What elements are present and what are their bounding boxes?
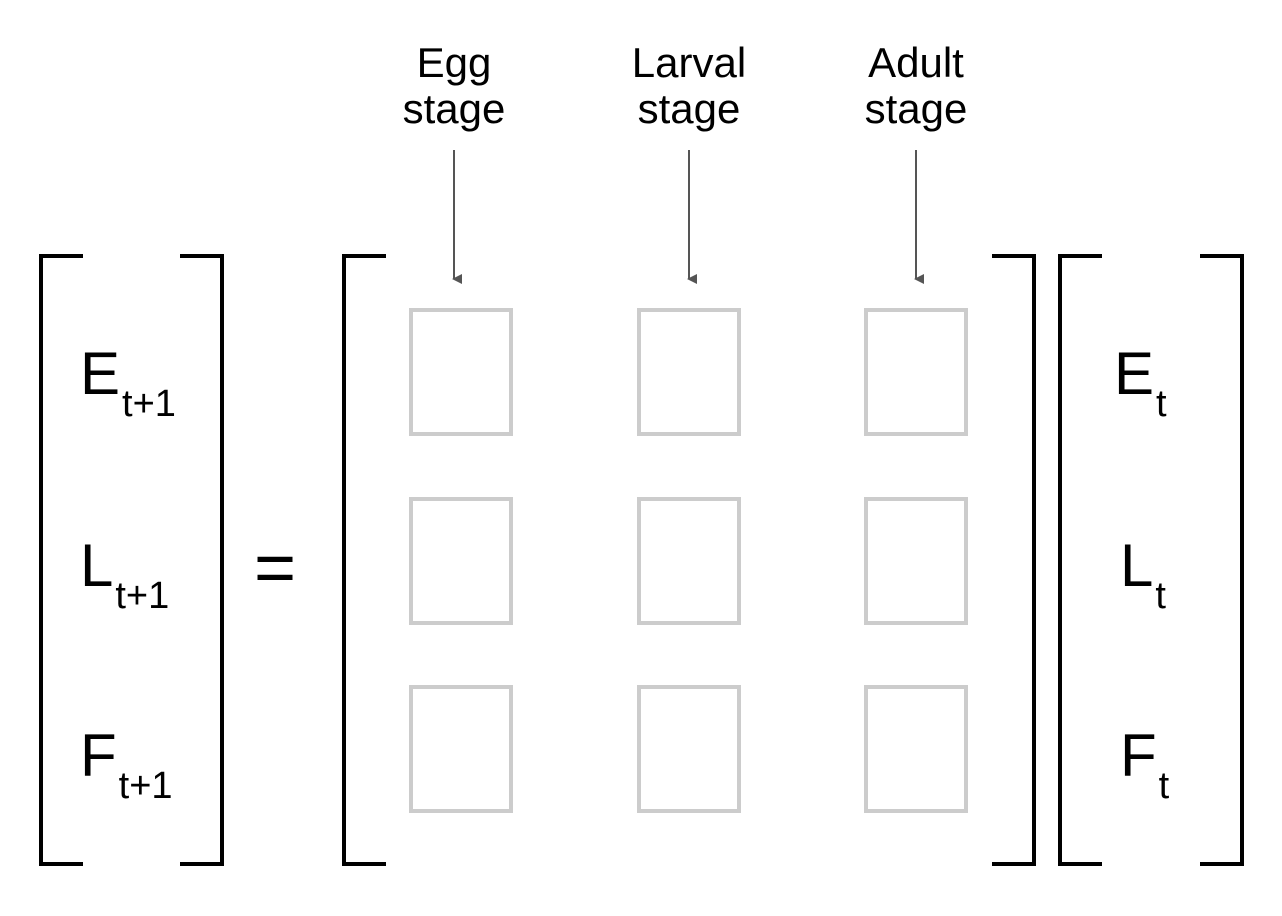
larval-stage-label: Larval stage <box>589 40 789 132</box>
left-vector-adult-symbol: F <box>80 722 117 789</box>
right-vector-egg-symbol: E <box>1114 340 1155 407</box>
adult-stage-label-line1: Adult <box>868 39 964 86</box>
left-vector-open-bracket <box>39 254 83 866</box>
matrix-close-bracket <box>992 254 1036 866</box>
matrix-cell-r1-c3 <box>864 308 968 436</box>
left-vector-adult-subscript: t+1 <box>118 765 173 807</box>
larval-stage-label-line2: stage <box>637 85 741 132</box>
right-vector-egg: Et <box>1114 344 1167 426</box>
egg-stage-label: Egg stage <box>354 40 554 132</box>
matrix-cell-r2-c1 <box>409 497 513 625</box>
right-vector-egg-subscript: t <box>1156 383 1167 425</box>
matrix-cell-r1-c2 <box>637 308 741 436</box>
left-vector-egg-subscript: t+1 <box>122 383 176 425</box>
adult-stage-label: Adult stage <box>816 40 1016 132</box>
right-vector-larval: Lt <box>1120 536 1166 618</box>
right-vector-larval-subscript: t <box>1155 575 1166 617</box>
right-vector-larval-symbol: L <box>1120 532 1154 599</box>
matrix-open-bracket <box>342 254 386 866</box>
right-vector-close-bracket <box>1200 254 1244 866</box>
matrix-cell-r3-c3 <box>864 685 968 813</box>
left-vector-larval-symbol: L <box>80 532 114 599</box>
equals-sign: = <box>254 528 297 608</box>
matrix-cell-r2-c2 <box>637 497 741 625</box>
left-vector-larval-subscript: t+1 <box>115 575 170 617</box>
adult-stage-label-line2: stage <box>864 85 968 132</box>
egg-stage-label-line1: Egg <box>416 39 492 86</box>
matrix-cell-r1-c1 <box>409 308 513 436</box>
matrix-cell-r2-c3 <box>864 497 968 625</box>
left-vector-larval: Lt+1 <box>80 536 169 618</box>
left-vector-egg-symbol: E <box>80 340 121 407</box>
left-vector-close-bracket <box>180 254 224 866</box>
egg-stage-label-line2: stage <box>402 85 506 132</box>
matrix-cell-r3-c1 <box>409 685 513 813</box>
right-vector-adult-symbol: F <box>1120 722 1157 789</box>
left-vector-egg: Et+1 <box>80 344 176 426</box>
larval-stage-label-line1: Larval <box>631 39 747 86</box>
left-vector-adult: Ft+1 <box>80 726 173 808</box>
right-vector-adult-subscript: t <box>1158 765 1170 807</box>
matrix-cell-r3-c2 <box>637 685 741 813</box>
right-vector-adult: Ft <box>1120 726 1169 808</box>
right-vector-open-bracket <box>1058 254 1102 866</box>
